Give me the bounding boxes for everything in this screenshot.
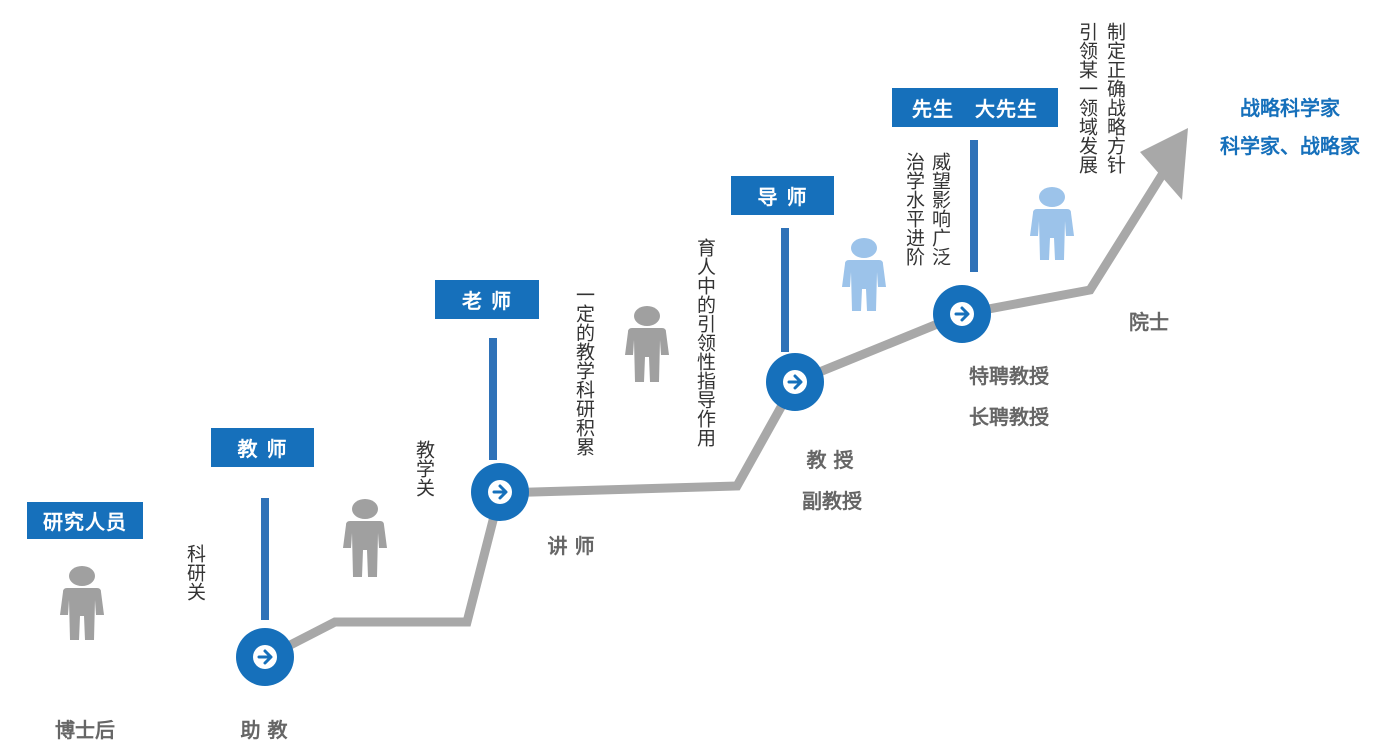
person-icon [625, 306, 669, 382]
person-icon [60, 566, 104, 640]
stage-professor: 教 授 [806, 448, 854, 472]
goal-title: 战略科学家 [1240, 96, 1340, 120]
stage-lecturer: 讲 师 [547, 534, 595, 558]
arrow-circle-icon [933, 285, 991, 343]
person-icon [842, 238, 886, 311]
threshold-research: 科研关 [184, 544, 206, 601]
note-strategy-col2: 引领某一领域发展 [1076, 22, 1098, 174]
arrow-circle-icon [236, 628, 294, 686]
goal-subtitle: 科学家、战略家 [1220, 134, 1360, 158]
role-box-elder-teacher: 老 师 [435, 280, 539, 319]
person-icon [1030, 187, 1074, 260]
arrow-circle-icon [471, 463, 529, 521]
stage-postdoc: 博士后 [55, 718, 115, 742]
threshold-teaching: 教学关 [413, 440, 435, 497]
note-accumulation: 一定的教学科研积累 [573, 285, 595, 456]
note-guidance: 育人中的引领性指导作用 [694, 238, 716, 447]
note-strategy-col1: 制定正确战略方针 [1104, 22, 1126, 174]
stage-chair-professor: 长聘教授 [969, 405, 1049, 429]
role-bar-master [970, 140, 978, 272]
role-bar-teacher [261, 498, 269, 620]
stage-distinguished-professor: 特聘教授 [969, 364, 1049, 388]
stage-assistant: 助 教 [240, 718, 288, 742]
stage-associate-professor: 副教授 [802, 489, 862, 513]
role-box-researcher: 研究人员 [27, 502, 143, 539]
stage-academician: 院士 [1129, 310, 1169, 334]
note-influence-col1: 威望影响广泛 [929, 152, 951, 266]
role-box-mentor: 导 师 [731, 176, 834, 215]
arrow-head-icon [1140, 128, 1188, 200]
role-bar-mentor [781, 228, 789, 352]
arrow-circle-icon [766, 353, 824, 411]
person-icon [343, 499, 387, 577]
role-box-master: 先生 大先生 [892, 88, 1058, 127]
note-influence-col2: 治学水平进阶 [903, 152, 925, 266]
role-box-teacher: 教 师 [211, 428, 314, 467]
role-bar-elder-teacher [489, 338, 497, 460]
career-path-line [262, 167, 1169, 663]
